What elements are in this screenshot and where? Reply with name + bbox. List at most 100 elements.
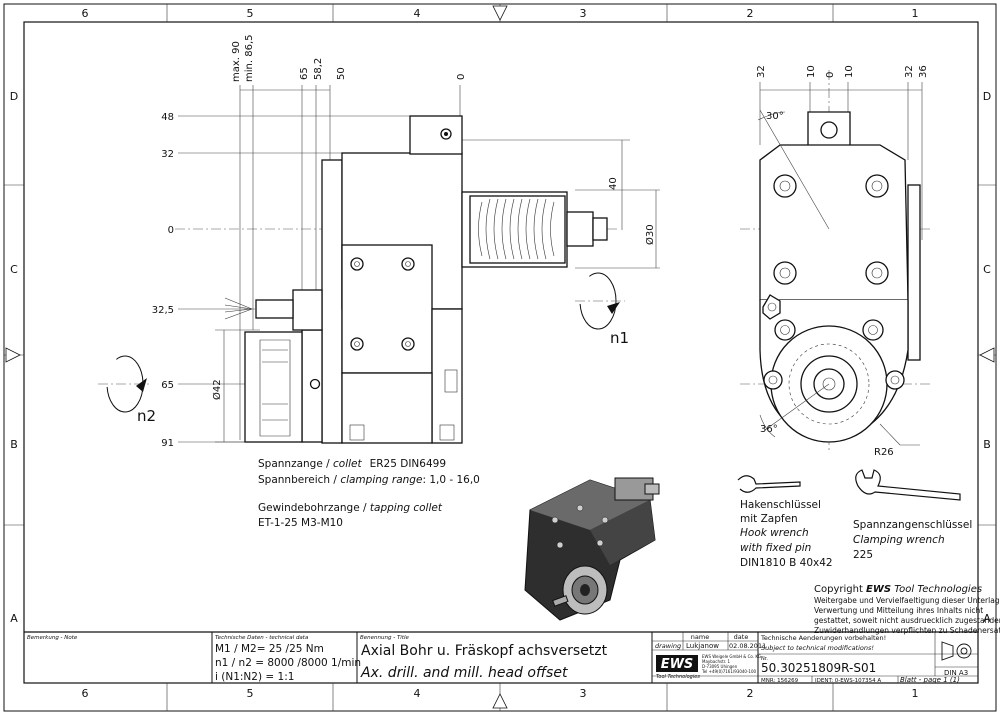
- dim-min-86-5: min. 86,5: [244, 35, 255, 82]
- projection-symbol-icon: [941, 641, 972, 661]
- side-radius-r26: R26: [874, 447, 894, 458]
- col-name-header: name: [691, 633, 709, 641]
- zone-col-5-bottom: 5: [247, 687, 254, 700]
- dim-32-left: 32: [161, 149, 174, 160]
- clamping-wrench-icon: [855, 469, 961, 501]
- clamping-range-note: Spannbereich / clamping range: 1,0 - 16,…: [258, 474, 480, 486]
- nr-label: Nr.: [761, 656, 768, 662]
- clamping-wrench-size: 225: [853, 549, 873, 561]
- title-label: Benennung - Title: [360, 635, 410, 641]
- hook-wrench-spec: DIN1810 B 40x42: [740, 557, 833, 569]
- zone-col-3-top: 3: [580, 7, 587, 20]
- copyright-line-1: Weitergabe und Vervielfaeltigung dieser …: [814, 596, 1000, 605]
- side-dim-32-right: 32: [904, 65, 915, 78]
- company-line-4: Tel +49(0)7161/93040-100: [701, 669, 757, 674]
- isometric-render: [524, 477, 660, 621]
- tech-torque: M1 / M2= 25 /25 Nm: [215, 643, 324, 655]
- dim-0-left: 0: [168, 225, 174, 236]
- title-block: [24, 631, 978, 683]
- paper-format: DIN A3: [944, 669, 968, 677]
- change-notice-de: Technische Aenderungen vorbehalten!: [760, 634, 886, 642]
- tapping-collet-spec: ET-1-25 M3-M10: [258, 517, 343, 529]
- zone-row-a-left: A: [10, 612, 18, 625]
- inner-frame: [23, 21, 979, 684]
- dim-50: 50: [336, 67, 347, 80]
- row-drawing-label: drawing: [655, 642, 681, 650]
- copyright-line-2: Verwertung und Mitteilung ihres Inhalts …: [814, 606, 983, 615]
- zone-col-1-top: 1: [912, 7, 919, 20]
- side-dim-32-left: 32: [756, 65, 767, 78]
- dim-0-top: 0: [456, 74, 467, 80]
- side-dim-10-left: 10: [806, 65, 817, 78]
- dim-dia-30: Ø30: [644, 224, 656, 245]
- zone-col-2-bottom: 2: [747, 687, 754, 700]
- hook-wrench-pin-en: with fixed pin: [740, 542, 811, 554]
- zone-col-1-bottom: 1: [912, 687, 919, 700]
- dim-max-90: max. 90: [231, 41, 242, 82]
- zone-col-4-top: 4: [414, 7, 421, 20]
- clamping-wrench-name-en: Clamping wrench: [853, 534, 945, 546]
- front-view: [98, 85, 660, 444]
- logo-subtitle: Tool Technologies: [656, 674, 700, 680]
- ident-number: IDENT: 0-EWS-107354 A: [815, 678, 881, 684]
- clamping-wrench-name-de: Spannzangenschlüssel: [853, 519, 972, 531]
- dim-32-5: 32,5: [152, 305, 174, 316]
- rotation-label-n2: n2: [137, 407, 156, 425]
- zone-col-3-bottom: 3: [580, 687, 587, 700]
- logo-text: EWS: [661, 657, 694, 672]
- drawer-name: Lukjanow: [686, 642, 719, 650]
- dim-91: 91: [161, 438, 174, 449]
- note-label: Bemerkung - Note: [27, 635, 78, 641]
- dim-dia-42: Ø42: [211, 379, 223, 400]
- zone-col-6-bottom: 6: [82, 687, 89, 700]
- part-number: 50.30251809R-S01: [761, 661, 876, 675]
- zone-col-4-bottom: 4: [414, 687, 421, 700]
- ews-logo: [656, 655, 698, 672]
- sheet-page: Blatt - page 1 (1): [900, 676, 960, 684]
- tech-ratio: i (N1:N2) = 1:1: [215, 671, 294, 683]
- zone-row-b-right: B: [983, 438, 991, 451]
- tech-speed: n1 / n2 = 8000 /8000 1/min: [215, 657, 361, 669]
- company-line-2: Maybachstr. 1: [702, 659, 730, 664]
- hook-wrench-pin-de: mit Zapfen: [740, 513, 798, 525]
- company-line-3: D-73095 Uhingen: [702, 664, 738, 669]
- centering-marks: [5, 5, 995, 709]
- hook-wrench-icon: [737, 475, 801, 493]
- dim-58-2: 58,2: [313, 58, 324, 80]
- side-angle-30: 30°: [766, 111, 784, 122]
- zone-row-d-left: D: [10, 90, 18, 103]
- dim-48: 48: [161, 112, 174, 123]
- zone-col-5-top: 5: [247, 7, 254, 20]
- zone-col-2-top: 2: [747, 7, 754, 20]
- side-dim-0: 0: [825, 72, 836, 78]
- company-line-1: EWS Weigele GmbH & Co. KG: [702, 654, 761, 659]
- drawing-date: 02.08.2011: [729, 642, 766, 650]
- tech-data-label: Technische Daten - technical data: [215, 635, 309, 641]
- dim-65-top: 65: [299, 67, 310, 80]
- side-view: [740, 70, 930, 450]
- copyright-line-4: Zuwiderhandlungen verpflichten zu Schade…: [814, 626, 1000, 635]
- zone-row-d-right: D: [983, 90, 991, 103]
- side-dim-36: 36: [918, 65, 929, 78]
- copyright-line-3: gestattet, soweit nicht ausdruecklich zu…: [814, 616, 1000, 625]
- side-angle-36: 36°: [760, 424, 778, 435]
- hook-wrench-name-de: Hakenschlüssel: [740, 499, 821, 511]
- change-notice-en: Subject to technical modifications!: [761, 644, 874, 652]
- side-dim-10-right: 10: [844, 65, 855, 78]
- copyright-heading: Copyright EWS Tool Technologies: [814, 584, 982, 595]
- zone-row-c-left: C: [10, 263, 18, 276]
- col-date-header: date: [734, 633, 749, 641]
- mnr-number: MNR: 156269: [761, 678, 799, 684]
- hook-wrench-name-en: Hook wrench: [740, 527, 809, 539]
- zone-row-c-right: C: [983, 263, 991, 276]
- title-german: Axial Bohr u. Fräskopf achsversetzt: [361, 643, 608, 659]
- dim-65-left: 65: [161, 380, 174, 391]
- zone-row-a-right: A: [983, 612, 991, 625]
- zone-col-6-top: 6: [82, 7, 89, 20]
- dim-40: 40: [608, 177, 619, 190]
- tapping-collet-note: Gewindebohrzange / tapping collet: [258, 502, 443, 514]
- rotation-label-n1: n1: [610, 329, 629, 347]
- title-english: Ax. drill. and mill. head offset: [360, 665, 568, 681]
